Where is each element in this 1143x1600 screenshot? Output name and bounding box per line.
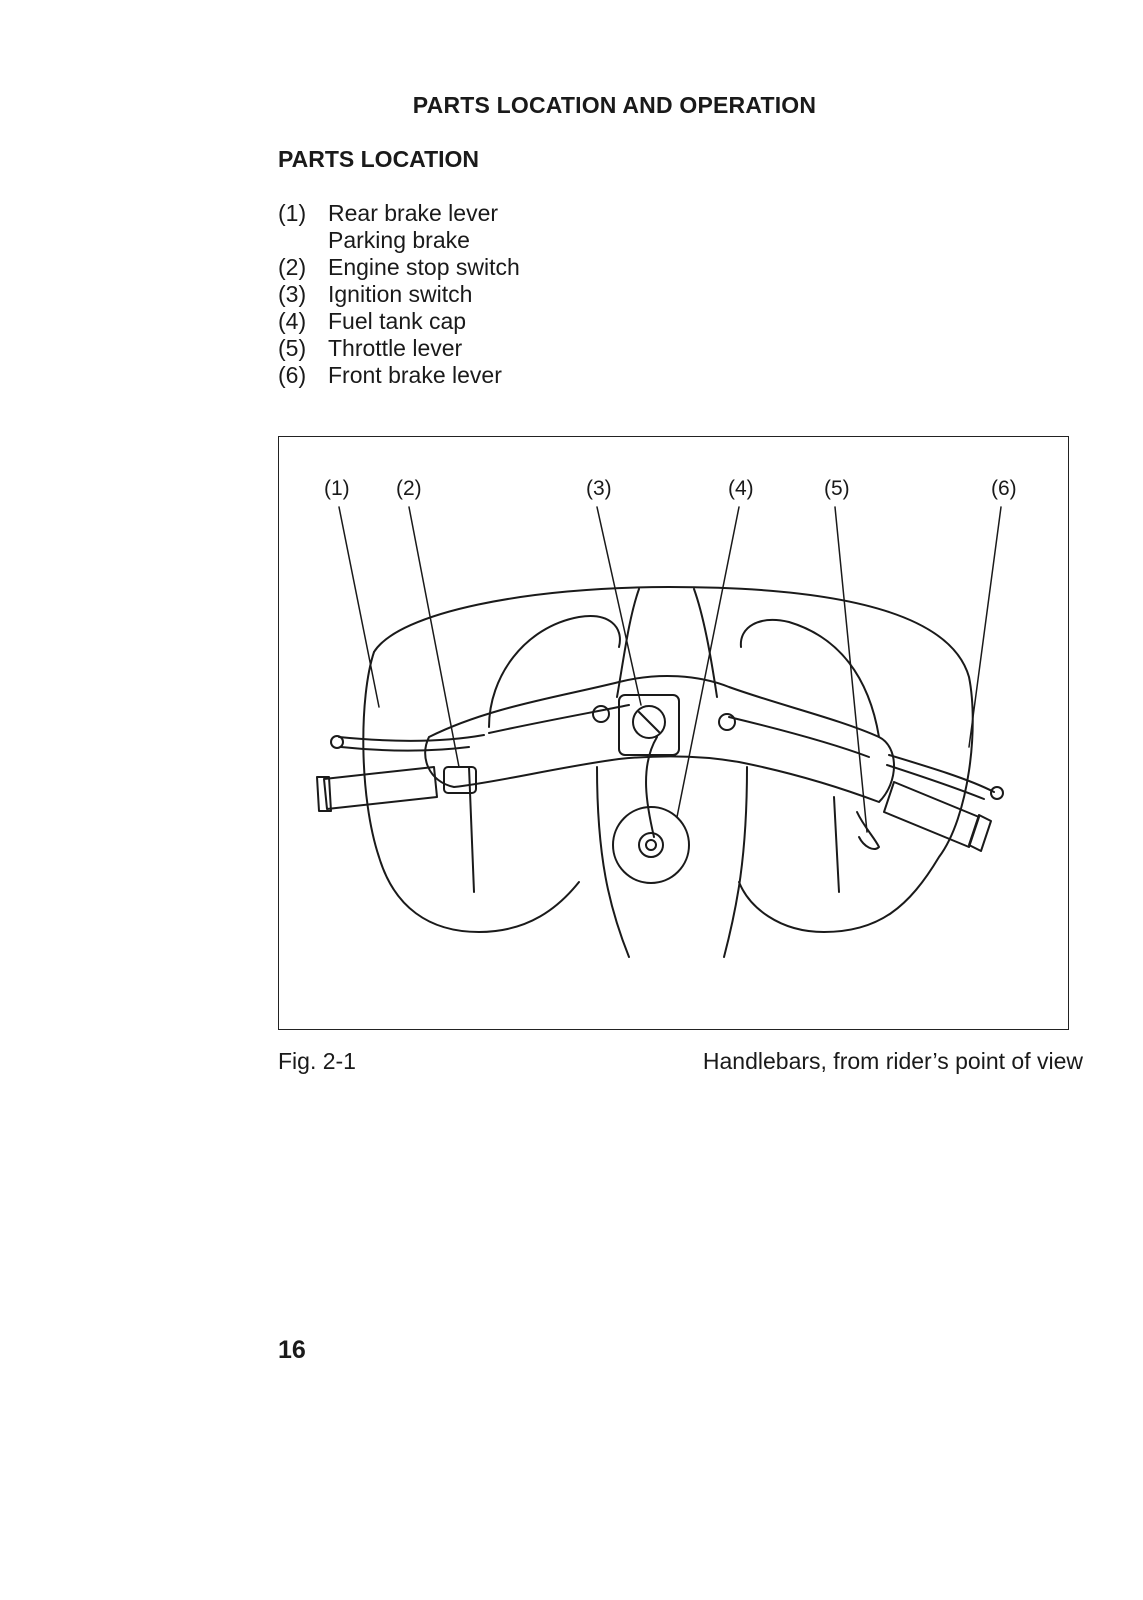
leader-line-4: [676, 506, 740, 818]
inner-lower-left: [468, 766, 475, 893]
item-number: (4): [278, 308, 307, 334]
callout-label: (3): [586, 477, 612, 500]
inner-lower-right: [833, 796, 840, 893]
handlebar-ridge: [488, 704, 630, 734]
throttle-lever: [856, 811, 880, 850]
item-label: Engine stop switch: [328, 254, 520, 280]
body-outline: [373, 586, 974, 933]
leader-line-5: [834, 506, 868, 833]
fuel-cap-tether: [645, 736, 658, 838]
handlebar-ridge-right: [728, 716, 870, 758]
callout-label: (2): [396, 477, 422, 500]
leader-line-3: [596, 506, 642, 706]
list-item: (3) Ignition switch: [278, 281, 520, 308]
handlebar-figure: (1) (2) (3) (4) (5) (6): [278, 436, 1069, 1030]
center-lower: [596, 766, 630, 958]
item-number: (6): [278, 362, 307, 388]
section-title: PARTS LOCATION: [278, 146, 480, 172]
list-item: (1) Rear brake lever Parking brake: [278, 200, 520, 254]
handlebar-illustration: [316, 506, 1004, 958]
page-number: 16: [278, 1336, 306, 1364]
engine-stop-switch: [443, 766, 477, 794]
leader-line-2: [408, 506, 460, 768]
ignition-housing: [618, 694, 680, 756]
list-item: (5) Throttle lever: [278, 335, 520, 362]
leader-line-1: [338, 506, 380, 708]
right-grip: [883, 781, 980, 848]
item-label: Rear brake lever: [328, 200, 499, 226]
item-label: Ignition switch: [328, 281, 473, 307]
item-number: (5): [278, 335, 307, 361]
item-label: Fuel tank cap: [328, 308, 467, 334]
leader-lines: [338, 506, 1002, 833]
right-fender: [739, 619, 880, 738]
parts-list: (1) Rear brake lever Parking brake (2) E…: [278, 200, 520, 389]
item-number: (3): [278, 281, 307, 307]
callout-label: (4): [728, 477, 754, 500]
rear-brake-lever: [338, 734, 485, 742]
item-number: (1): [278, 200, 307, 226]
left-grip-end: [316, 776, 332, 812]
ignition-key-slot: [632, 705, 666, 739]
item-number: (2): [278, 254, 307, 280]
figure-number: Fig. 2-1: [278, 1048, 356, 1074]
body-outline-left: [362, 651, 580, 933]
callout-label: (1): [324, 477, 350, 500]
front-brake-lever: [888, 754, 995, 793]
right-grip-end: [968, 814, 992, 852]
callout-label: (6): [991, 477, 1017, 500]
center-spine-right: [693, 588, 718, 698]
page-header: PARTS LOCATION AND OPERATION: [412, 92, 817, 118]
list-item: (6) Front brake lever: [278, 362, 520, 389]
rear-brake-lever-b: [340, 746, 470, 752]
center-lower-right: [723, 766, 748, 958]
item-label: Throttle lever: [328, 335, 463, 361]
callout-label: (5): [824, 477, 850, 500]
list-item: (4) Fuel tank cap: [278, 308, 520, 335]
figure-caption: Handlebars, from rider’s point of view: [702, 1048, 1083, 1074]
item-label: Front brake lever: [328, 362, 502, 388]
leader-line-6: [968, 506, 1002, 748]
list-item: (2) Engine stop switch: [278, 254, 520, 281]
fuel-tank-cap: [612, 806, 690, 884]
handlebar-body: [424, 675, 895, 803]
left-grip: [323, 766, 438, 810]
left-fender: [488, 615, 621, 728]
item-label-secondary: Parking brake: [328, 227, 470, 253]
